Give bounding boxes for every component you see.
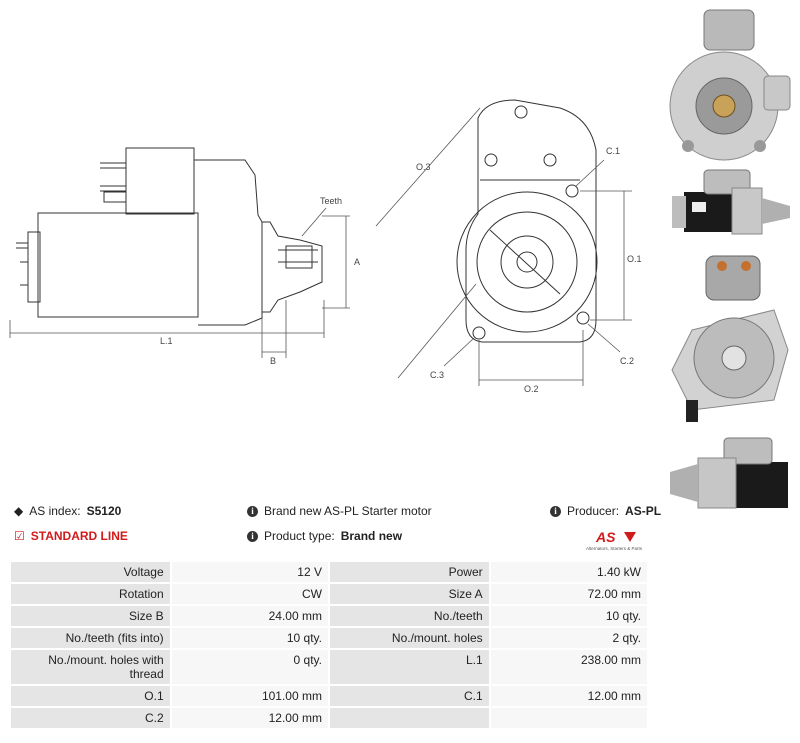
spec-value: 12.00 mm: [171, 708, 328, 728]
spec-value: [490, 708, 647, 728]
spec-label: No./mount. holes with thread: [11, 650, 170, 684]
spec-label: No./mount. holes: [329, 628, 489, 648]
producer-label: Producer:: [567, 504, 620, 518]
spec-value: 238.00 mm: [490, 650, 647, 684]
front-view-drawing: [456, 99, 598, 343]
dim-c2-label: C.2: [620, 356, 634, 366]
spec-value: CW: [171, 584, 328, 604]
product-type-label: Product type:: [264, 529, 335, 543]
dim-o3-label: O.3: [416, 162, 431, 172]
info-icon: i: [550, 505, 561, 517]
info-icon: i: [247, 505, 258, 517]
logo-tagline: Alternators, Starters & Parts: [586, 546, 643, 551]
spec-label: Voltage: [11, 562, 170, 582]
as-index-value: S5120: [86, 504, 122, 518]
logo-text: AS: [595, 529, 616, 545]
spec-label: Rotation: [11, 584, 170, 604]
product-photo-angled[interactable]: [664, 250, 796, 426]
description: i Brand new AS-PL Starter motor: [247, 504, 432, 518]
spec-label: L.1: [329, 650, 489, 684]
side-view-drawing: [16, 147, 323, 326]
spec-value: 12.00 mm: [490, 686, 647, 706]
spec-value: 10 qty.: [490, 606, 647, 626]
dim-o2-label: O.2: [524, 384, 539, 394]
spec-row: No./teeth (fits into)10 qty.No./mount. h…: [11, 628, 647, 648]
dim-l1-label: L.1: [160, 336, 173, 346]
spec-label: Size A: [329, 584, 489, 604]
spec-value: 2 qty.: [490, 628, 647, 648]
spec-label: Size B: [11, 606, 170, 626]
spec-label: O.1: [11, 686, 170, 706]
spec-value: 0 qty.: [171, 650, 328, 684]
as-pl-logo: AS Alternators, Starters & Parts: [586, 529, 643, 551]
producer: i Producer: AS-PL: [550, 504, 661, 518]
spec-value: 10 qty.: [171, 628, 328, 648]
spec-label: C.1: [329, 686, 489, 706]
info-icon: i: [247, 530, 258, 542]
product-type-value: Brand new: [340, 529, 403, 543]
product-photo-strip: [660, 0, 800, 520]
spec-value: 1.40 kW: [490, 562, 647, 582]
standard-line-label: STANDARD LINE: [30, 529, 128, 543]
spec-label: No./teeth (fits into): [11, 628, 170, 648]
spec-label: C.2: [11, 708, 170, 728]
spec-label: [329, 708, 489, 728]
product-photo-side[interactable]: [664, 168, 796, 242]
tag-icon: ◆: [14, 504, 24, 518]
dim-c3-label: C.3: [430, 370, 444, 380]
product-photo-front[interactable]: [664, 6, 796, 166]
spec-value: 12 V: [171, 562, 328, 582]
product-photo-side-2[interactable]: [664, 432, 796, 516]
spec-value: 101.00 mm: [171, 686, 328, 706]
teeth-label: Teeth: [320, 196, 342, 206]
product-info: ◆ AS index: S5120 i Brand new AS-PL Star…: [14, 504, 661, 556]
as-index: ◆ AS index: S5120: [14, 504, 121, 518]
dim-o1-label: O.1: [627, 254, 642, 264]
technical-drawing: Teeth A B L.1 O.3 O.1 O.2 C.1 C.2 C.3: [9, 99, 642, 394]
spec-label: No./teeth: [329, 606, 489, 626]
standard-line: ☑ STANDARD LINE: [14, 529, 128, 543]
dim-c1-label: C.1: [606, 146, 620, 156]
spec-label: Power: [329, 562, 489, 582]
product-type: i Product type: Brand new: [247, 529, 402, 543]
checkbox-icon: ☑: [14, 529, 25, 543]
spec-value: 24.00 mm: [171, 606, 328, 626]
dim-a-label: A: [354, 257, 360, 267]
spec-value: 72.00 mm: [490, 584, 647, 604]
producer-value: AS-PL: [625, 504, 662, 518]
as-index-label: AS index:: [29, 504, 81, 518]
dim-b-label: B: [270, 356, 276, 366]
description-text: Brand new AS-PL Starter motor: [264, 504, 432, 518]
